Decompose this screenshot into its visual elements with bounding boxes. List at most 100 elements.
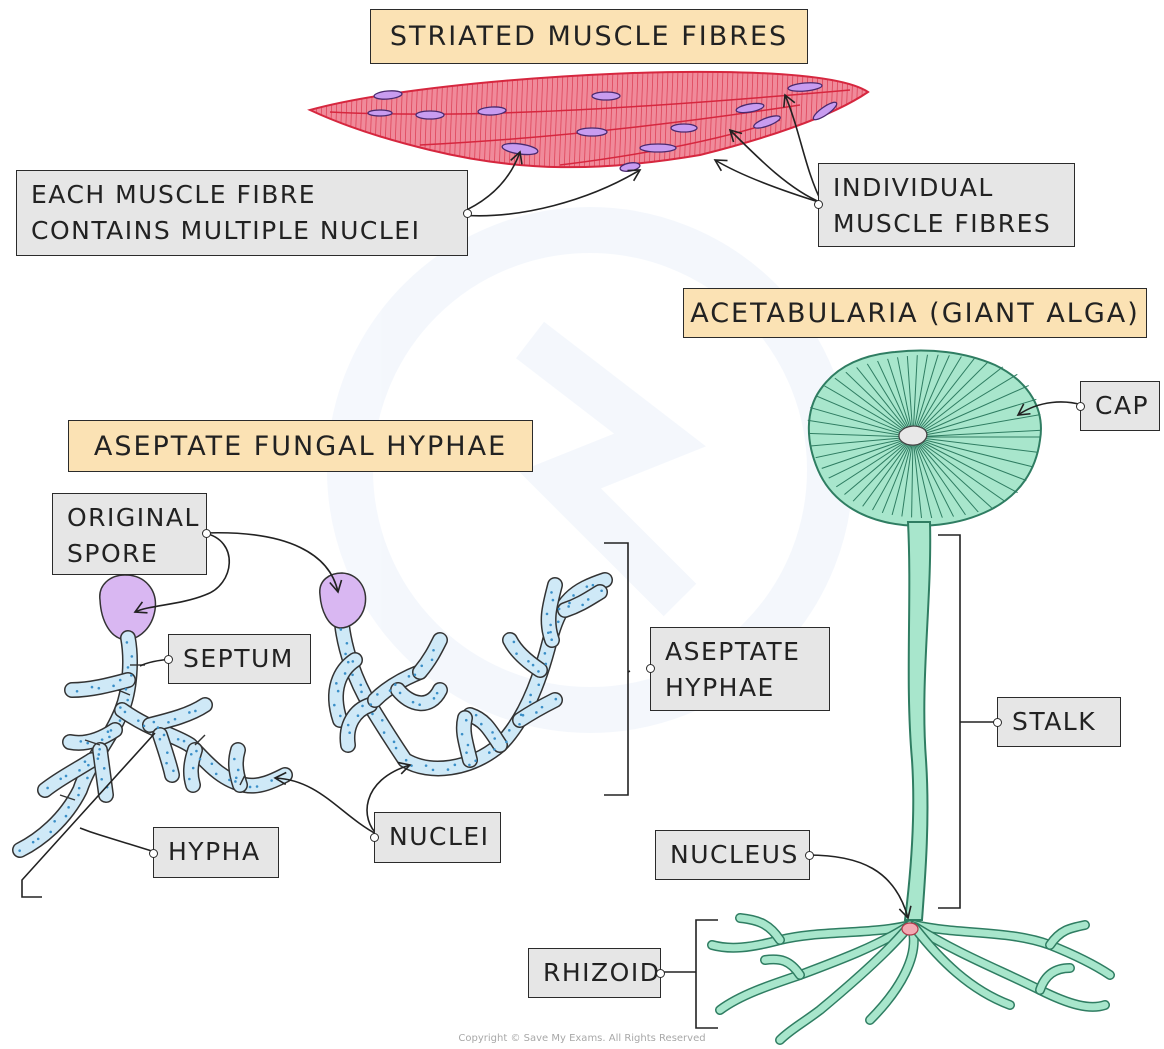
label-line: ASEPTATE [665,634,817,670]
hypha-nucleus-dot [394,683,397,686]
hypha-nucleus-dot [340,628,343,631]
hypha-nucleus-dot [600,589,603,592]
label-individual-muscle-fibres: INDIVIDUAL MUSCLE FIBRES [818,163,1075,247]
hypha-nucleus-dot [337,690,340,693]
hypha-nucleus-dot [270,779,273,782]
hypha-nucleus-dot [389,689,392,692]
muscle-nucleus [592,92,620,100]
hypha-nucleus-dot [344,653,347,656]
hypha-nucleus-dot [91,686,94,689]
label-line: SEPTUM [183,641,298,677]
hypha-nucleus-dot [65,775,68,778]
hypha-nucleus-dot [537,670,540,673]
label-line: CONTAINS MULTIPLE NUCLEI [31,213,455,249]
hypha-nucleus-dot [568,602,571,605]
hypha-nucleus-dot [183,740,186,743]
hypha-nucleus-dot [79,740,82,743]
hypha-nucleus-dot [125,688,128,691]
hypha-nucleus-dot [370,703,373,706]
muscle-fibres-illustration [310,70,868,175]
label-line: ORIGINAL [67,500,194,536]
connector-dot [646,664,655,673]
hypha-nucleus-dot [544,652,547,655]
label-aseptate-hyphae: ASEPTATE HYPHAE [650,627,830,711]
hypha-nucleus-dot [174,718,177,721]
muscle-striation [329,70,333,175]
hypha-nucleus-dot [188,711,191,714]
rhizoid-branch [740,918,780,940]
hypha-nucleus-dot [399,692,402,695]
title-text: STRIATED MUSCLE FIBRES [390,21,788,52]
hypha-nucleus-dot [194,710,197,713]
hypha-nucleus-dot [215,773,218,776]
label-line: EACH MUSCLE FIBRE [31,177,455,213]
hypha-nucleus-dot [346,642,349,645]
muscle-striation [324,70,328,175]
hypha-nucleus-dot [67,806,70,809]
hypha-nucleus-dot [188,778,191,781]
muscle-nucleus [640,144,676,152]
hypha-nucleus-dot [467,744,470,747]
hypha-nucleus-dot [547,631,550,634]
hypha-nucleus-dot [165,762,168,765]
hypha-nucleus-dot [381,719,384,722]
hypha-tube [470,715,500,745]
hypha-nucleus-dot [18,849,21,852]
hypha-nucleus-dot [339,715,342,718]
hypha-nucleus-dot [468,764,471,767]
hypha-nucleus-dot [360,691,363,694]
hypha-nucleus-dot [474,759,477,762]
hypha-nucleus-dot [541,706,544,709]
hypha-nucleus-dot [46,787,49,790]
hypha-nucleus-dot [153,721,156,724]
title-text: ASEPTATE FUNGAL HYPHAE [94,431,507,462]
hypha-nucleus-dot [97,753,100,756]
label-cap: CAP [1080,381,1160,431]
muscle-nucleus [671,124,697,132]
hypha-nucleus-dot [335,682,338,685]
label-multiple-nuclei: EACH MUSCLE FIBRE CONTAINS MULTIPLE NUCL… [16,170,468,256]
hypha-nucleus-dot [98,687,101,690]
hypha-nucleus-dot [408,675,411,678]
hypha-nucleus-dot [447,768,450,771]
hypha-nucleus-dot [545,663,548,666]
hypha-nucleus-dot [228,779,231,782]
hypha-nucleus-dot [76,690,79,693]
hypha-nucleus-dot [348,731,351,734]
hypha-nucleus-dot [192,767,195,770]
connector-dot [463,209,472,218]
hypha-nucleus-dot [235,776,238,779]
muscle-nucleus [416,111,444,119]
muscle-nucleus [368,110,392,116]
hypha-nucleus-dot [126,641,129,644]
title-text: ACETABULARIA (GIANT ALGA) [690,298,1140,329]
hypha-nucleus-dot [491,731,494,734]
hypha-nucleus-dot [454,764,457,767]
label-line: MUSCLE FIBRES [833,206,1062,242]
hypha-nucleus-dot [432,769,435,772]
hypha-nucleus-dot [112,685,115,688]
hypha-nucleus-dot [256,785,259,788]
muscle-nucleus [577,128,607,136]
hypha-nucleus-dot [32,841,35,844]
label-nuclei: NUCLEI [374,812,501,863]
hypha-nucleus-dot [557,620,560,623]
hypha-nucleus-dot [432,649,435,652]
hypha-tube [236,750,240,785]
hypha-nucleus-dot [199,758,202,761]
hypha-nucleus-dot [518,723,521,726]
hypha-nucleus-dot [535,711,538,714]
hypha-nucleus-dot [527,660,530,663]
hypha-nucleus-dot [493,737,496,740]
hypha-nucleus-dot [361,705,364,708]
hypha-nucleus-dot [86,777,89,780]
hypha-nucleus-dot [65,815,68,818]
hypha-nucleus-dot [101,738,104,741]
hypha-nucleus-dot [554,698,557,701]
label-line: HYPHAE [665,670,817,706]
hypha-nucleus-dot [515,652,518,655]
hypha-tube [347,705,370,745]
hypha-nucleus-dot [78,787,81,790]
hypha-nucleus-dot [124,711,127,714]
hypha-nucleus-dot [98,748,101,751]
